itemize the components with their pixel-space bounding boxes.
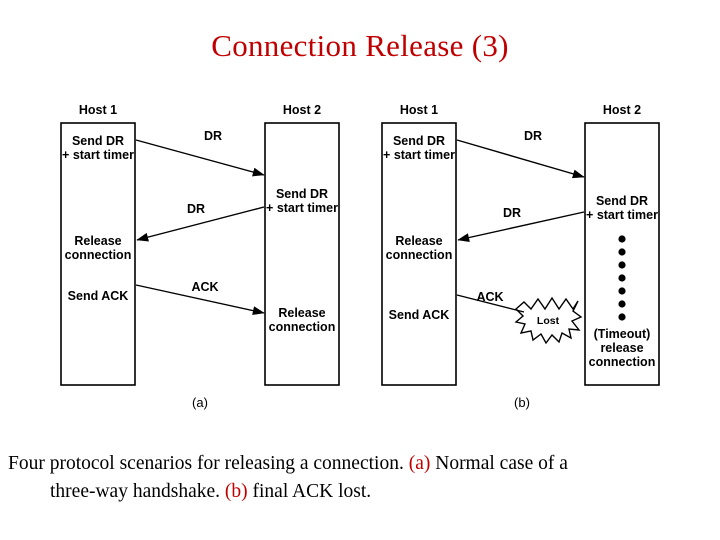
panel-b-host1-event-0-line2: + start timer: [383, 148, 455, 162]
panel-a-host2-event-0-line1: Send DR: [276, 187, 328, 201]
caption-part1: Four protocol scenarios for releasing a …: [8, 453, 404, 474]
panel-b-message-1: DR: [503, 206, 521, 220]
panel-a-host1-event-1-line1: Release: [74, 234, 121, 248]
panel-a-host2-event-1-line1: Release: [278, 306, 325, 320]
panel-a-host2-label: Host 2: [283, 103, 321, 117]
caption-line2: three-way handshake. (b) final ACK lost.: [8, 478, 712, 506]
panel-b-sublabel: (b): [514, 395, 530, 410]
panel-b-arrow-dr-1: [456, 139, 585, 179]
caption-label-b: (b): [224, 481, 248, 503]
panel-b-message-0: DR: [524, 129, 542, 143]
panel-b-host1-event-0-line1: Send DR: [393, 134, 445, 148]
panel-a-host1-timeline: [60, 122, 136, 386]
panel-b-host1-label: Host 1: [400, 103, 438, 117]
panel-a-message-2: ACK: [191, 280, 218, 294]
panel-b-timeout-dots: [618, 235, 626, 321]
panel-a-arrow-ack: [135, 284, 265, 315]
panel-b-host2-label: Host 2: [603, 103, 641, 117]
panel-a-host2-event-1-line2: connection: [269, 320, 336, 334]
figure-caption: Four protocol scenarios for releasing a …: [8, 450, 712, 507]
panel-a-message-1: DR: [187, 202, 205, 216]
panel-b-host2-event-1-line2: release: [600, 341, 643, 355]
page-title: Connection Release (3): [211, 28, 509, 63]
panel-b-host1-event-2-line1: Send ACK: [389, 308, 450, 322]
panel-b-message-2: ACK: [476, 290, 503, 304]
panel-a-message-0: DR: [204, 129, 222, 143]
panel-b-host2-event-1-line1: (Timeout): [594, 327, 651, 341]
panel-b-host2-event-0-line1: Send DR: [596, 194, 648, 208]
caption-part2: Normal case of a: [435, 453, 568, 474]
panel-b-host1-event-1-line2: connection: [386, 248, 453, 262]
panel-a-host1-event-0-line2: + start timer: [62, 148, 134, 162]
panel-a-arrow-dr-2: [136, 206, 265, 242]
panel-b-host1-timeline: [381, 122, 457, 386]
panel-a-sublabel: (a): [192, 395, 208, 410]
panel-a-host2-event-0-line2: + start timer: [266, 201, 338, 215]
panel-b-lost-label: Lost: [537, 315, 560, 327]
panel-a-host1-event-2-line1: Send ACK: [68, 289, 129, 303]
panel-a-host1-event-0-line1: Send DR: [72, 134, 124, 148]
panel-b-host2-event-0-line2: + start timer: [586, 208, 658, 222]
protocol-diagram: Host 1 Host 2 Send DR + start timer Rele…: [0, 95, 720, 420]
panel-a-host1-label: Host 1: [79, 103, 117, 117]
panel-b-host1-event-1-line1: Release: [395, 234, 442, 248]
panel-b-arrow-dr-2: [457, 211, 585, 242]
caption-part3: three-way handshake.: [50, 481, 221, 503]
panel-b-host2-event-1-line3: connection: [589, 355, 656, 369]
panel-a-arrow-dr-1: [135, 139, 265, 177]
panel-a-host1-event-1-line2: connection: [65, 248, 132, 262]
caption-part4: final ACK lost.: [252, 481, 372, 503]
panel-b-arrow-ack: [456, 294, 525, 313]
caption-label-a: (a): [408, 453, 431, 474]
panel-b-lost-burst: Lost: [514, 296, 583, 345]
panel-a-host2-timeline: [264, 122, 340, 386]
